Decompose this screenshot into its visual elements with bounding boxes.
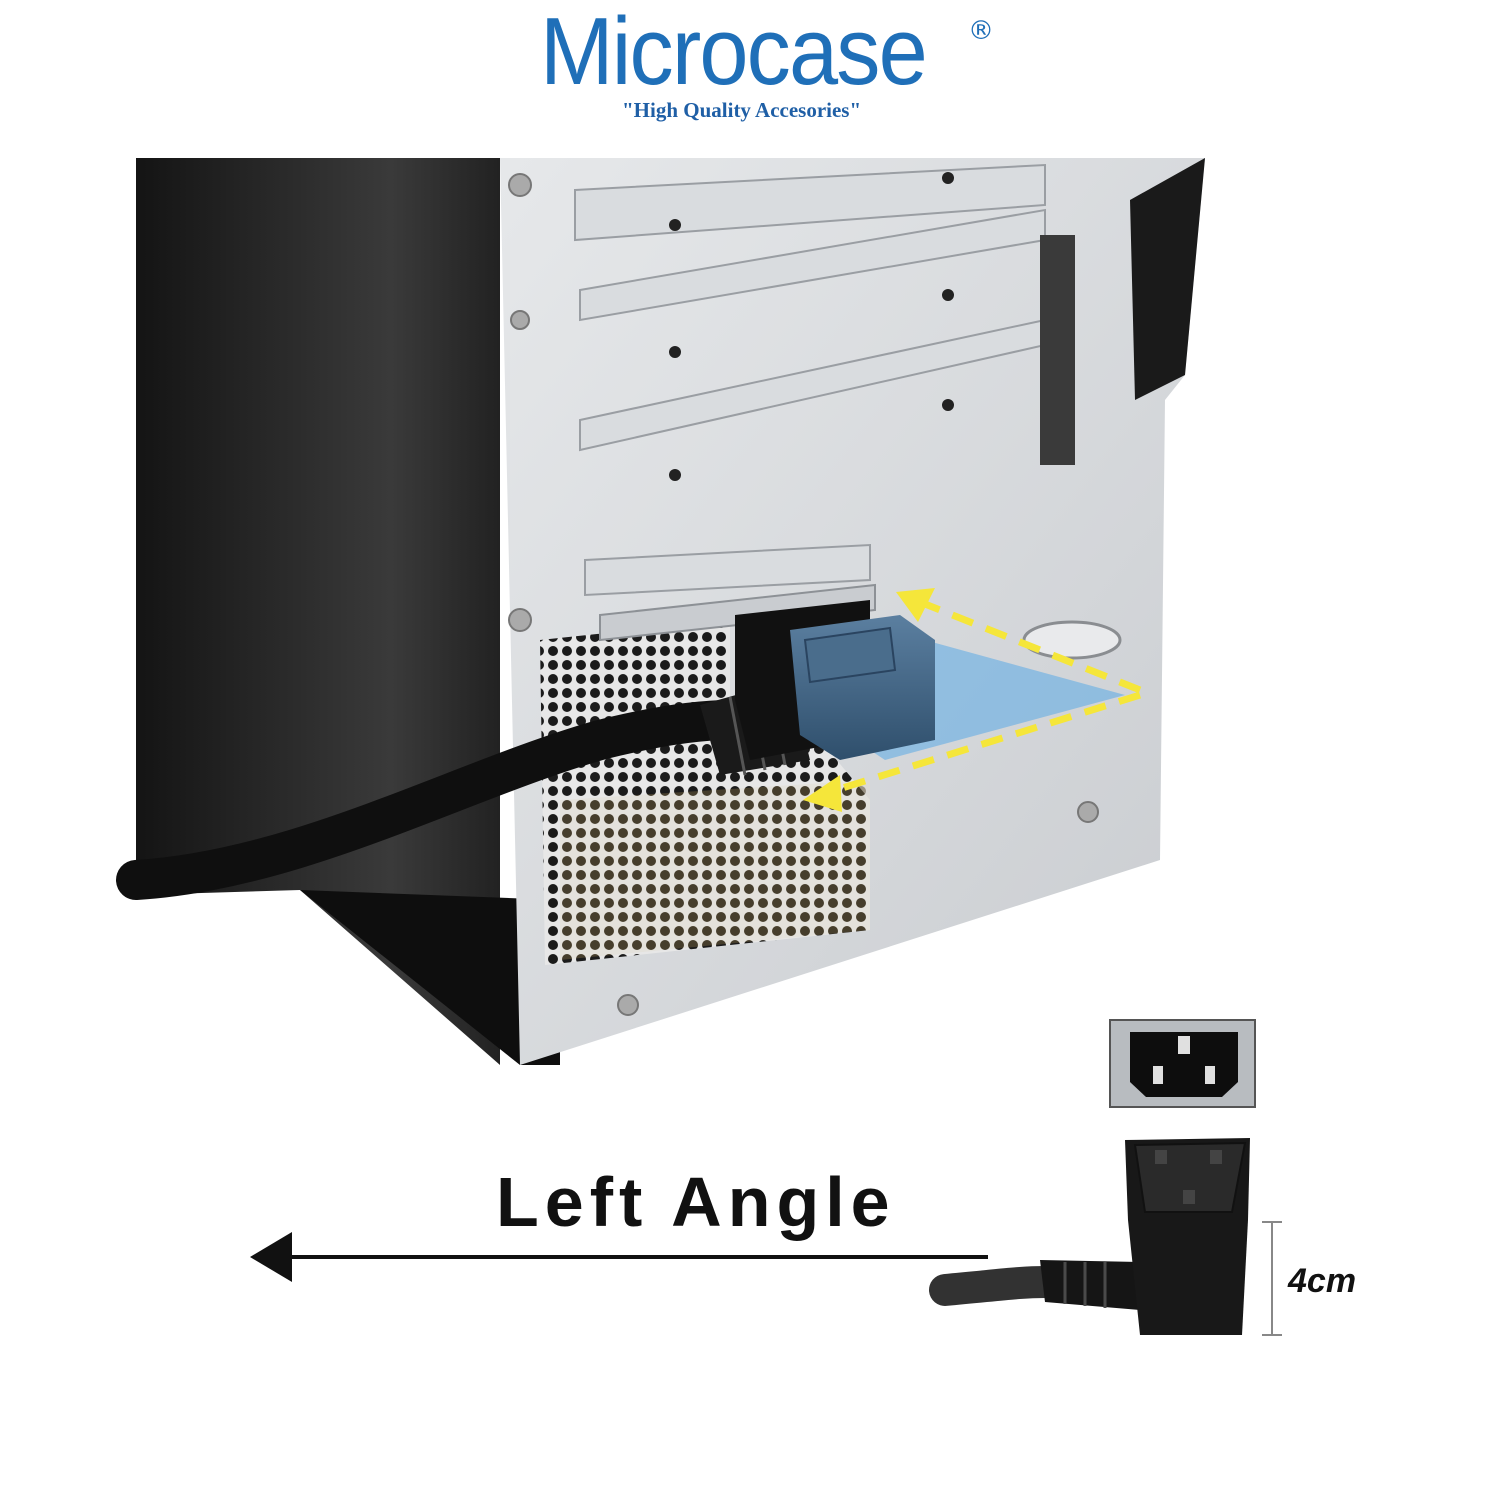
dimension-bracket — [1262, 1221, 1282, 1336]
iec-c14-socket-icon — [1109, 1019, 1256, 1108]
brand-tagline: "High Quality Accesories" — [622, 98, 862, 122]
psu-vent-grille — [540, 583, 876, 965]
pc-tower-side — [136, 158, 560, 1065]
insertion-direction-arrows — [818, 596, 1142, 799]
registered-mark: ® — [968, 16, 994, 46]
expansion-slot-covers — [574, 163, 1046, 597]
left-angle-label: Left Angle — [496, 1163, 896, 1241]
brand-header: Microcase ® "High Quality Accesories" — [0, 0, 1500, 150]
iec-c13-right-angle-plug-icon — [929, 1138, 1250, 1335]
power-cord-plug — [116, 600, 935, 900]
dimension-label: 4cm — [1288, 1262, 1357, 1300]
brand-logo-text: Microcase — [540, 0, 928, 105]
product-photo — [116, 158, 1282, 1336]
left-arrow-icon — [250, 1232, 988, 1282]
